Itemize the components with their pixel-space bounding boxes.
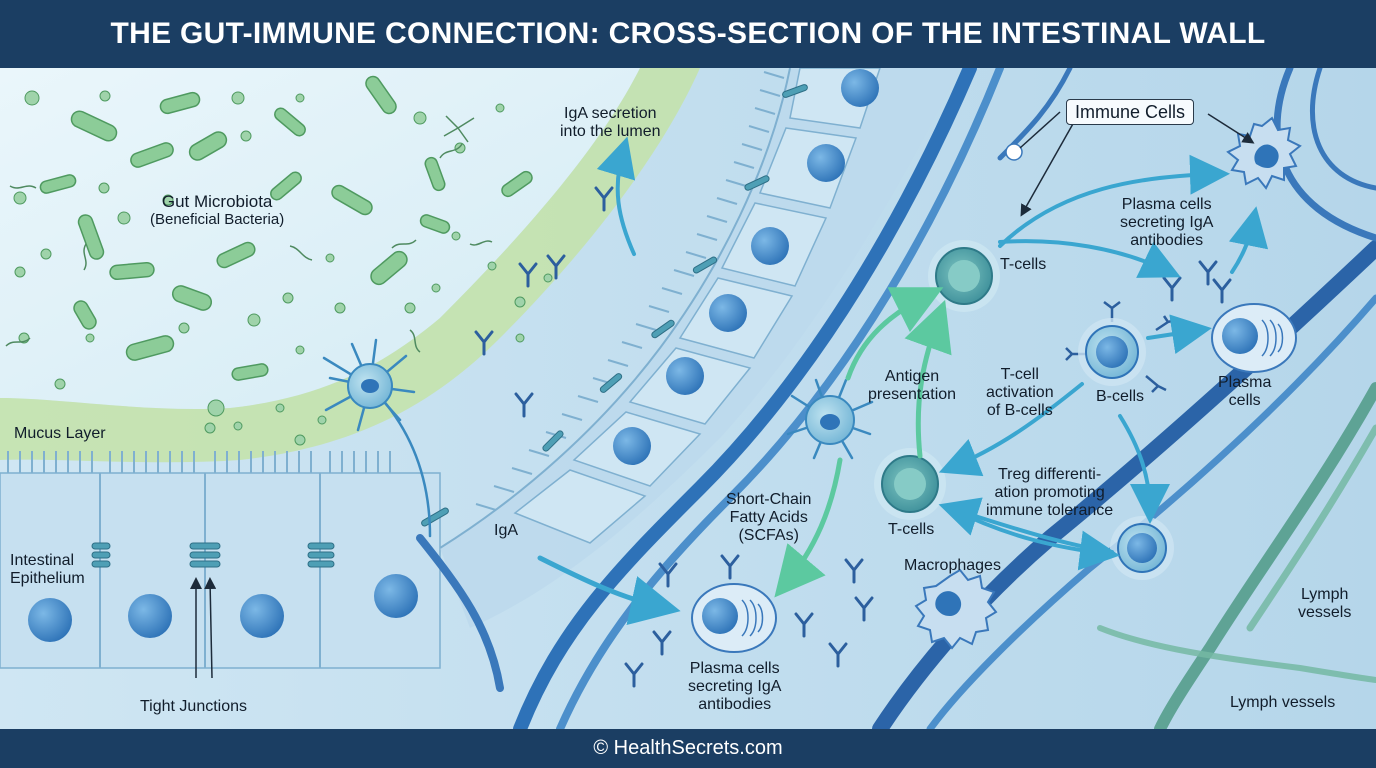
footer-bar: © HealthSecrets.com	[0, 729, 1376, 768]
page-title: THE GUT-IMMUNE CONNECTION: CROSS-SECTION…	[110, 17, 1266, 50]
antigen-presentation-label: Antigen presentation	[868, 368, 957, 403]
mucus-layer-label: Mucus Layer	[14, 425, 106, 442]
leader-lines	[190, 111, 1255, 679]
treg-differentiation-label: Treg differenti- ation promoting immune …	[986, 466, 1114, 519]
process-arrows	[537, 136, 1269, 625]
iga-secretion-label: IgA secretion into the lumen	[560, 105, 661, 140]
plasma-cells-bottom-label: Plasma cells secreting IgA antibodies	[688, 660, 782, 713]
tight-junctions-label: Tight Junctions	[140, 698, 248, 715]
b-cells-label: B-cells	[1096, 388, 1145, 405]
t-cells-bottom-label: T-cells	[888, 521, 935, 538]
macrophages-label: Macrophages	[904, 557, 1001, 574]
gut-microbiota-label: Gut Microbiota (Beneficial Bacteria)	[150, 192, 285, 229]
plasma-cells-label: Plasma cells	[1218, 374, 1272, 409]
t-cells-top-label: T-cells	[1000, 256, 1047, 273]
plasma-cell-right	[1211, 303, 1297, 373]
horizontal-epithelium	[0, 451, 441, 669]
dendritic-cell-epithelium	[322, 338, 432, 538]
t-cell-top	[928, 240, 1000, 312]
flagella	[5, 115, 493, 353]
b-cell	[1065, 301, 1177, 393]
plasma-cell-bottom	[691, 583, 777, 653]
lymph-vessels-right-label: Lymph vessels	[1298, 586, 1352, 621]
iga-antibodies	[474, 186, 1232, 688]
t-cell-activation-label: T-cell activation of B-cells	[986, 366, 1054, 419]
cocci	[13, 90, 553, 446]
lymph-vessels	[1097, 382, 1376, 729]
diagonal-epithelium	[421, 68, 960, 628]
lymph-vessels-bottom-label: Lymph vessels	[1230, 694, 1336, 711]
copyright-text: © HealthSecrets.com	[593, 737, 783, 759]
immune-cells-label: Immune Cells	[1066, 99, 1195, 125]
intestinal-epithelium-label: Intestinal Epithelium	[10, 552, 85, 587]
immune-cell-pointer-node	[1005, 143, 1023, 161]
intestinal-wall-illustration	[0, 68, 1376, 729]
scfa-label: Short-Chain Fatty Acids (SCFAs)	[726, 491, 812, 544]
plasma-cells-top-label: Plasma cells secreting IgA antibodies	[1120, 196, 1214, 249]
title-bar: THE GUT-IMMUNE CONNECTION: CROSS-SECTION…	[0, 0, 1376, 68]
t-cell-treg	[1110, 516, 1174, 580]
t-cell-bottom	[874, 448, 946, 520]
dendritic-cell-antigen	[786, 378, 874, 460]
macrophage	[914, 568, 998, 650]
iga-label: IgA	[494, 522, 519, 539]
gut-microbiota	[39, 75, 533, 381]
